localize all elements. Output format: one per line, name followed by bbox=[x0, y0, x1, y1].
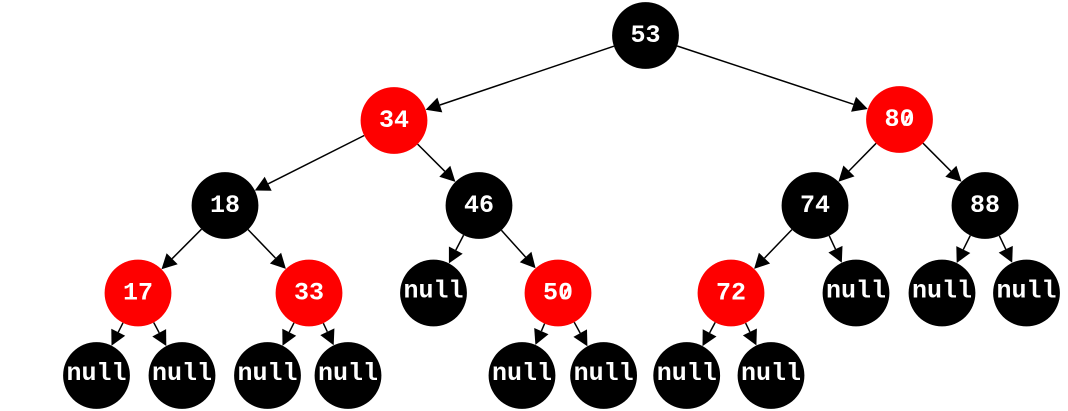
svg-text:17: 17 bbox=[123, 279, 153, 308]
svg-text:88: 88 bbox=[970, 191, 1000, 220]
svg-text:74: 74 bbox=[800, 191, 830, 220]
svg-text:null: null bbox=[826, 277, 886, 306]
svg-text:null: null bbox=[318, 359, 378, 388]
svg-text:null: null bbox=[741, 359, 801, 388]
svg-text:18: 18 bbox=[210, 191, 240, 220]
svg-text:null: null bbox=[403, 277, 463, 306]
svg-text:50: 50 bbox=[543, 279, 573, 308]
svg-text:null: null bbox=[492, 359, 552, 388]
svg-text:53: 53 bbox=[630, 21, 660, 50]
svg-text:33: 33 bbox=[294, 279, 324, 308]
svg-text:null: null bbox=[996, 277, 1056, 306]
svg-text:72: 72 bbox=[716, 279, 746, 308]
svg-text:80: 80 bbox=[884, 105, 914, 134]
svg-text:null: null bbox=[66, 359, 126, 388]
svg-text:null: null bbox=[657, 359, 717, 388]
svg-text:46: 46 bbox=[464, 191, 494, 220]
svg-text:null: null bbox=[152, 359, 212, 388]
svg-text:null: null bbox=[574, 359, 634, 388]
svg-text:34: 34 bbox=[379, 106, 409, 135]
svg-text:null: null bbox=[237, 359, 297, 388]
svg-text:null: null bbox=[912, 277, 972, 306]
